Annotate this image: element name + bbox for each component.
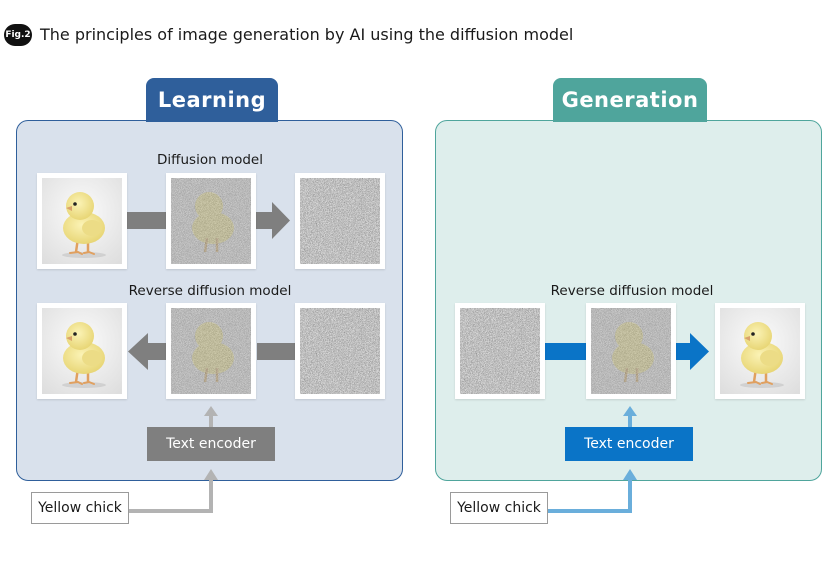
chick-photo-icon <box>42 308 122 394</box>
noise-image <box>295 303 385 399</box>
noisy-chick-image <box>586 303 676 399</box>
noisy-chick-image <box>166 173 256 269</box>
learning-prompt-box: Yellow chick <box>31 492 129 524</box>
generation-prompt-box: Yellow chick <box>450 492 548 524</box>
chick-photo-icon <box>42 178 122 264</box>
noise-icon <box>460 308 540 394</box>
chick-image <box>37 303 127 399</box>
generation-reverse-label: Reverse diffusion model <box>550 283 714 299</box>
noise-image <box>455 303 545 399</box>
noisy-chick-icon <box>171 178 251 264</box>
noise-icon <box>300 308 380 394</box>
figure-badge: Fig.2 <box>4 24 32 46</box>
diffusion-model-label: Diffusion model <box>157 152 263 168</box>
generation-text-encoder: Text encoder <box>565 427 693 461</box>
figure-title: The principles of image generation by AI… <box>40 25 574 44</box>
chick-image <box>37 173 127 269</box>
noisy-chick-icon <box>171 308 251 394</box>
noise-image <box>295 173 385 269</box>
chick-image <box>715 303 805 399</box>
chick-photo-icon <box>720 308 800 394</box>
learning-text-encoder: Text encoder <box>147 427 275 461</box>
noise-icon <box>300 178 380 264</box>
learning-tab: Learning <box>146 78 278 122</box>
noisy-chick-image <box>166 303 256 399</box>
generation-tab: Generation <box>553 78 707 122</box>
learning-reverse-label: Reverse diffusion model <box>128 283 292 299</box>
noisy-chick-icon <box>591 308 671 394</box>
